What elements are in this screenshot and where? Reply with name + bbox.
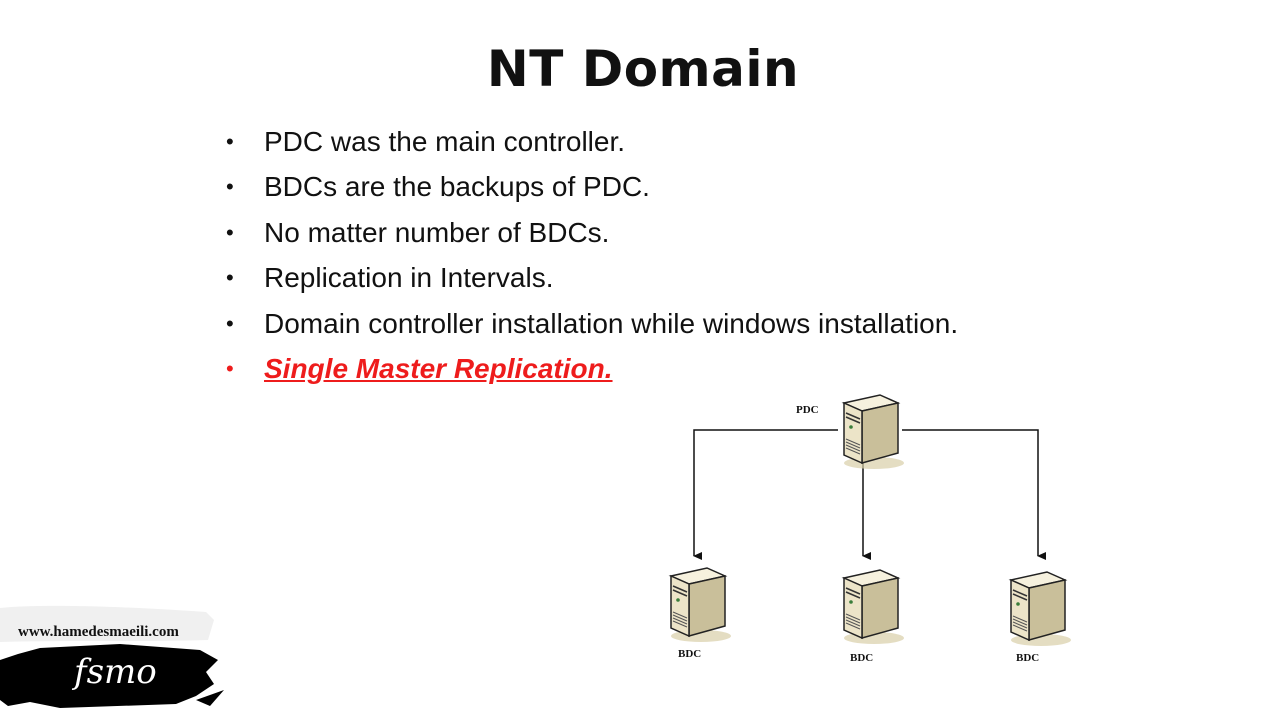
bullet-item-highlight: • Single Master Replication.: [226, 349, 958, 394]
fsmo-logo: fsmo: [74, 652, 157, 692]
server-tower-icon: [670, 567, 732, 643]
bullet-dot: •: [226, 219, 234, 245]
node-pdc: PDC: [796, 394, 905, 470]
bullet-item: • PDC was the main controller.: [226, 122, 958, 167]
bullet-dot: •: [226, 129, 234, 154]
bullet-item: • Replication in Intervals.: [226, 258, 958, 303]
bullet-dot: •: [226, 174, 234, 200]
bullet-dot: •: [226, 310, 234, 336]
bullet-text: Replication in Intervals.: [264, 262, 554, 294]
node-label-bdc: BDC: [678, 648, 701, 660]
logo-brush-stroke: [0, 605, 224, 708]
bullet-dot: •: [226, 265, 234, 291]
bullet-item: • BDCs are the backups of PDC.: [226, 167, 958, 212]
node-bdc-1: BDC: [670, 567, 732, 660]
node-label-bdc: BDC: [850, 652, 873, 664]
bullet-dot: •: [226, 355, 234, 381]
edge-pdc-bdc3: [902, 429, 1046, 560]
website-url: www.hamedesmaeili.com: [18, 624, 179, 640]
edge-pdc-bdc1: [693, 429, 838, 560]
slide-title: NT Domain: [486, 40, 800, 98]
server-tower-icon: [843, 569, 905, 645]
server-tower-icon: [843, 394, 905, 470]
bullet-text: BDCs are the backups of PDC.: [264, 171, 650, 203]
node-label-bdc: BDC: [1016, 652, 1039, 664]
node-bdc-2: BDC: [843, 569, 905, 664]
node-label-pdc: PDC: [796, 404, 819, 416]
bullet-item: • No matter number of BDCs.: [226, 213, 958, 258]
bullet-text: Domain controller installation while win…: [264, 307, 959, 339]
bullet-text: PDC was the main controller.: [264, 126, 626, 157]
bullet-text: No matter number of BDCs.: [264, 216, 610, 248]
bullet-text-highlight: Single Master Replication.: [264, 352, 613, 384]
bullet-item: • Domain controller installation while wi…: [226, 304, 958, 349]
bullet-list: • PDC was the main controller. • BDCs are …: [226, 122, 958, 394]
node-bdc-3: BDC: [1010, 571, 1072, 664]
server-tower-icon: [1010, 571, 1072, 647]
